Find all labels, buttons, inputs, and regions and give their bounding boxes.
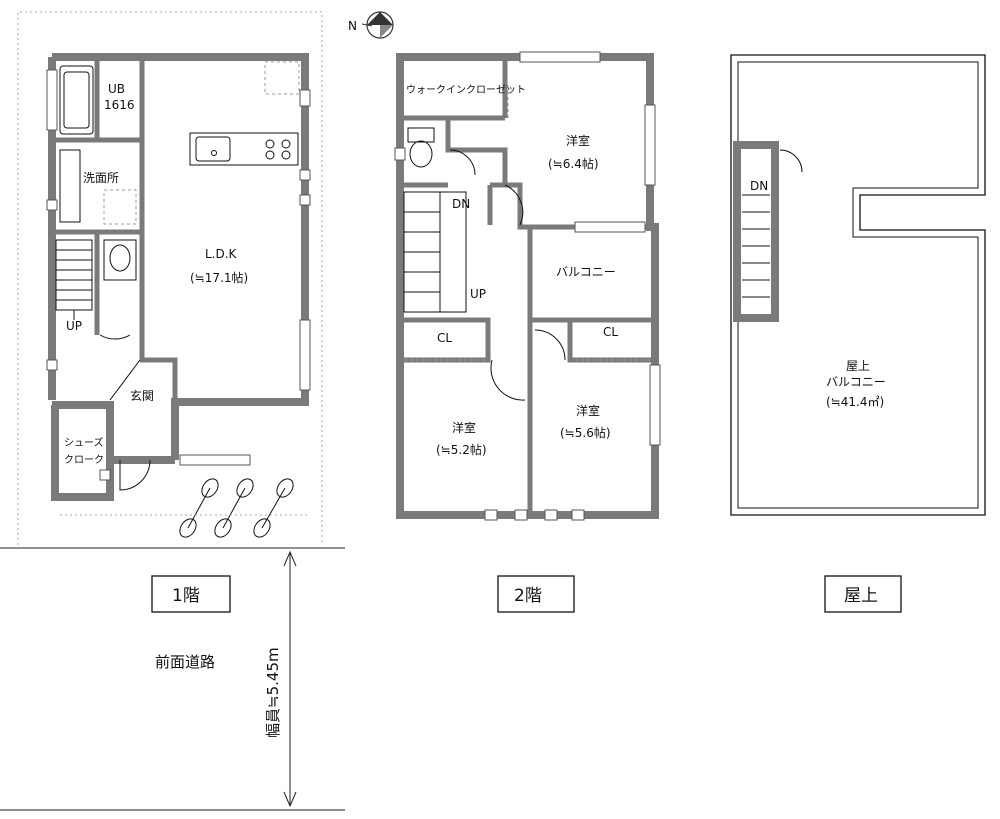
second-floor-tab-label: 2階 (514, 586, 542, 606)
first-floor-stairs (55, 239, 93, 320)
shoe-closet-label-2: クローク (64, 454, 104, 466)
western-room-a-area: (≒6.4帖) (548, 156, 599, 171)
first-up-label: UP (66, 319, 82, 333)
ldk-area-label: (≒17.1帖) (190, 270, 248, 285)
front-road: 前面道路 幅員≒5.45m (0, 550, 345, 811)
first-floor-tab-label: 1階 (172, 586, 200, 606)
second-floor-plan: ウォークインクローゼット 洋室 (≒6.4帖) DN UP バルコニー CL C… (394, 51, 661, 521)
western-room-b-area: (≒5.2帖) (436, 442, 487, 457)
shoe-closet-label-1: シューズ (64, 436, 104, 449)
roof-label-2: バルコニー (826, 375, 886, 389)
tab-first-floor: 1階 (151, 575, 231, 613)
roof-plan: DN 屋上 バルコニー (≒41.4㎡) (730, 54, 986, 516)
roof-area-label: (≒41.4㎡) (826, 395, 884, 409)
washroom-label: 洗面所 (83, 171, 119, 185)
road-width-label: 幅員≒5.45m (264, 647, 282, 738)
ub-label: UB (108, 82, 125, 96)
first-floor-plan: UB 1616 洗面所 L.D.K (≒17.1帖) UP 玄関 シューズ クロ… (0, 11, 345, 549)
western-room-b-label: 洋室 (452, 420, 476, 435)
second-floor-stairs (403, 191, 467, 313)
roof-tab-label: 屋上 (844, 586, 878, 606)
closet-left-label: CL (437, 331, 452, 345)
kitchen-island (189, 132, 299, 166)
compass-north-label: N (348, 19, 357, 33)
tab-roof: 屋上 (824, 575, 902, 613)
balcony-label: バルコニー (556, 265, 616, 279)
western-room-a-label: 洋室 (566, 133, 590, 148)
ldk-label: L.D.K (205, 247, 238, 261)
compass-icon (361, 11, 394, 39)
second-dn-label: DN (452, 197, 470, 211)
roof-dn-label: DN (750, 179, 768, 193)
walk-in-closet-label: ウォークインクローゼット (406, 84, 526, 96)
tab-second-floor: 2階 (497, 575, 575, 613)
ub-size-label: 1616 (104, 98, 135, 112)
roof-stairs (742, 194, 770, 298)
second-up-label: UP (470, 287, 486, 301)
road-label: 前面道路 (155, 653, 215, 671)
bicycle-icons (179, 478, 294, 538)
western-room-c-label: 洋室 (576, 403, 600, 418)
entrance-label: 玄関 (130, 388, 154, 403)
western-room-c-area: (≒5.6帖) (560, 425, 611, 440)
roof-label-1: 屋上 (846, 359, 870, 373)
closet-right-label: CL (603, 325, 618, 339)
